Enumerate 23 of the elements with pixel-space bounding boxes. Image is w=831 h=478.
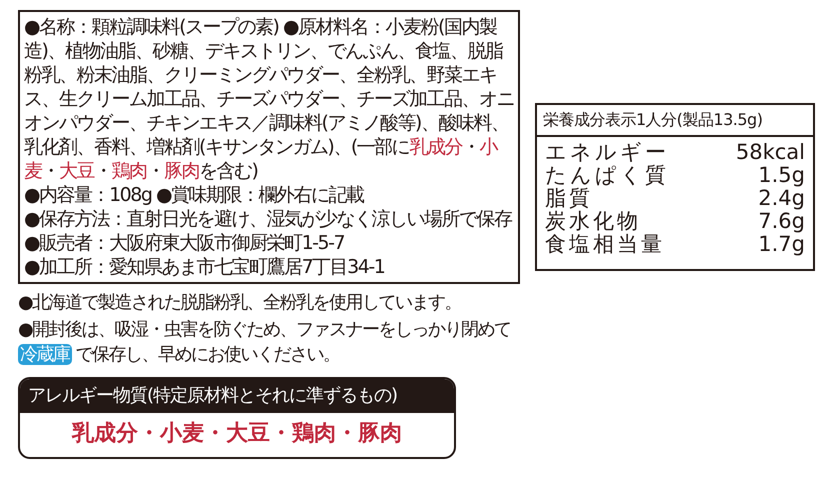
label-text: ●保存方法：直射日光を避け、湿気が少なく涼しい場所で保存 [24, 207, 514, 231]
allergen-panel [18, 377, 456, 459]
note-text: ●北海道で製造された脱脂粉乳、全粉乳を使用しています。 [18, 291, 462, 315]
nutrient-value: 1.5g [757, 164, 806, 187]
nutrition-table [535, 103, 815, 271]
nutrient-value: 7.6g [757, 210, 806, 233]
label-panel [18, 10, 520, 284]
nutrient-name: 脂質 [544, 187, 594, 210]
nutrient-name: 炭水化物 [544, 210, 642, 233]
nutrient-name: たんぱく質 [544, 164, 670, 187]
allergen-heading: アレルギー物質(特定原材料とそれに準ずるもの) [20, 379, 454, 413]
label-text: ●加工所：愛知県あま市七宝町鷹居7丁目34-1 [24, 255, 386, 279]
nutrient-name: 食塩相当量 [544, 233, 666, 256]
label-text: ●販売者：大阪府東大阪市御厨栄町1-5-7 [24, 231, 346, 255]
table-heading: 栄養成分表示1人分(製品13.5g) [537, 105, 813, 137]
nutrient-name: エネルギー [544, 141, 670, 164]
nutrient-value: 2.4g [757, 187, 806, 210]
nutrient-value: 1.7g [757, 233, 806, 256]
nutrient-value: 58kcal [734, 141, 806, 164]
label-text: ●名称：顆粒調味料(スープの素) ●原材料名：小麦粉(国内製造)、植物油脂、砂糖、デキストリン、でんぷん、食塩、脱脂粉乳、粉末油脂、クリーミングパウダー、全粉乳、野菜エキス、生クリーム加工品、チーズパウダー、チーズ加工品、オニオンパウダー、チキンエキス／調味料(アミノ酸等)、酸味料、乳化剤、香料、増粘剤(キサンタンガム)、(一部に乳成分・小麦・大豆・鶏肉・豚肉を含む) [24, 15, 514, 183]
label-text: ●内容量：108g ●賞味期限：欄外右に記載 [24, 183, 366, 207]
note-text: ●開封後は、吸湿・虫害を防ぐため、ファスナーをしっかり閉めて冷蔵庫で保存し、早めにお使いください。 [18, 318, 512, 367]
allergen-list: 乳成分・小麦・大豆・鶏肉・豚肉 [20, 413, 454, 455]
